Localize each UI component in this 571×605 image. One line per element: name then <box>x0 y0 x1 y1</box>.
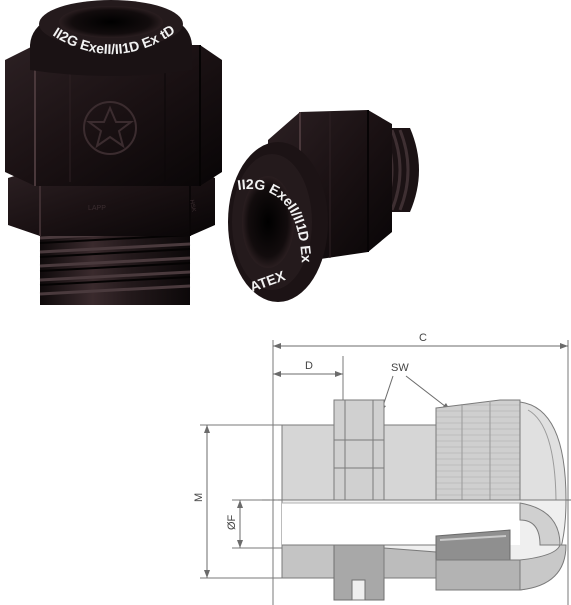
dimension-c: C <box>273 332 568 349</box>
dimension-m: M <box>193 425 210 578</box>
label-od: ØF <box>226 514 238 530</box>
dimension-d: D <box>273 360 343 377</box>
svg-text:HSK: HSK <box>188 199 196 212</box>
gland-left-thread <box>39 225 191 305</box>
dimension-sw: SW <box>380 362 451 413</box>
technical-drawing: C D SW M ØF <box>193 332 571 605</box>
gland-drawing-lower-half <box>281 499 567 601</box>
cable-gland-photo-left: LAPP HSK II2G ExeII/II1D Ex tD A <box>0 0 222 305</box>
gland-left-cap: II2G ExeII/II1D Ex tD A <box>0 0 192 76</box>
dimension-od: ØF <box>226 500 243 548</box>
label-c: C <box>419 332 427 344</box>
dimension-lines <box>200 340 569 605</box>
label-m: M <box>193 493 205 502</box>
label-sw: SW <box>391 362 409 374</box>
star-logo-icon <box>83 101 137 155</box>
gland-left-nut-stamp: LAPP <box>88 205 106 212</box>
label-d: D <box>305 360 313 372</box>
gland-drawing-upper-half <box>281 399 567 501</box>
